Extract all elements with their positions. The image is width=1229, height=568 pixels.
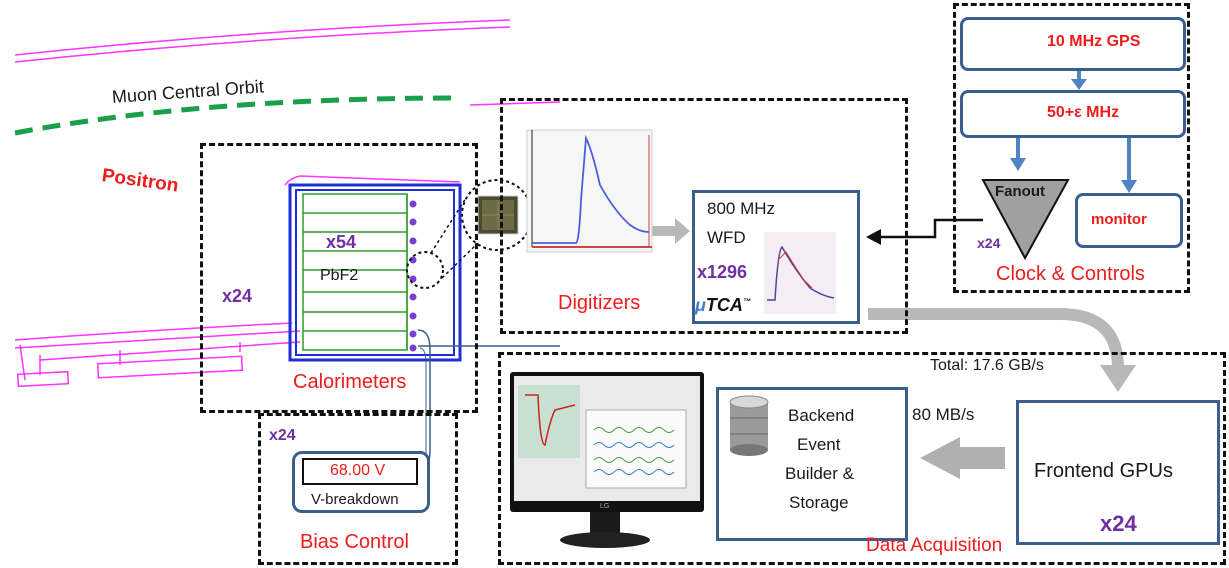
fanout-multiplicity: x24	[977, 235, 1001, 251]
vbreakdown-label: V-breakdown	[311, 491, 399, 508]
gps-box	[960, 17, 1186, 71]
backend-line-4: Storage	[789, 493, 849, 512]
utca-logo: μTCA™	[695, 296, 751, 314]
fanout-label: Fanout	[995, 183, 1045, 200]
wfd-pulse-plot	[764, 232, 836, 314]
calo-frame-outer	[288, 183, 462, 362]
sipm-dots	[409, 200, 417, 352]
beamline-top	[14, 19, 511, 56]
backend-line-1: Backend	[788, 406, 855, 425]
beamline-lower	[14, 322, 293, 341]
pulse-plot-icon	[526, 129, 653, 253]
voltage-display	[302, 458, 418, 485]
wfd-label: WFD	[707, 228, 746, 247]
bias-control-title: Bias Control	[300, 531, 409, 553]
clock-controls-title: Clock & Controls	[996, 263, 1145, 285]
calorimeters-title: Calorimeters	[293, 371, 407, 393]
monitor-box	[1075, 193, 1183, 248]
frontend-label: Frontend GPUs	[1034, 460, 1173, 482]
arrow-wfd-to-frontend	[868, 308, 1124, 369]
zoom-circle-small	[406, 251, 444, 289]
positron-track	[284, 175, 461, 186]
calorimeter-section	[200, 143, 478, 413]
arrow-pulse-to-wfd	[652, 218, 690, 244]
arrow-frontend-to-backend	[920, 437, 1005, 479]
lcd-monitor-icon	[510, 372, 704, 548]
database-icon	[729, 395, 769, 456]
monitor-label: monitor	[1091, 211, 1147, 228]
clock-section	[953, 3, 1190, 293]
beam-block-2	[96, 355, 244, 379]
wfd-multiplicity: x1296	[697, 262, 748, 282]
digitizers-title: Digitizers	[558, 292, 641, 314]
crystal-material: PbF2	[320, 267, 359, 284]
backend-line-3: Builder &	[785, 464, 854, 483]
gps-label: 10 MHz GPS	[1047, 33, 1141, 50]
clock50-box	[960, 90, 1186, 138]
frontend-box	[1016, 400, 1220, 545]
total-rate: Total: 17.6 GB/s	[930, 357, 1044, 374]
beam-tick	[19, 344, 26, 381]
calo-frame-inner	[295, 189, 455, 356]
monitor-brand: LG	[600, 503, 610, 510]
voltage-value: 68.00 V	[330, 462, 386, 479]
beamline-lower-3	[39, 341, 301, 361]
frontend-multiplicity: x24	[1100, 511, 1137, 536]
bias-multiplicity: x24	[269, 427, 296, 444]
sipm-chip-icon	[477, 195, 519, 235]
fanout-triangle	[981, 179, 1070, 261]
digitizer-section	[500, 98, 908, 334]
backend-line-2: Event	[797, 435, 841, 454]
utca-tm: ™	[742, 297, 751, 306]
backend-box	[716, 387, 908, 541]
utca-text: TCA	[705, 295, 743, 315]
data-acquisition-title: Data Acquisition	[866, 535, 1003, 556]
wfd-freq: 800 MHz	[707, 199, 776, 218]
beamline-lower-2	[14, 330, 301, 349]
bias-section	[258, 413, 458, 565]
bias-cable-3	[419, 347, 427, 455]
muon-orbit-line	[14, 95, 461, 136]
crystal-multiplicity: x54	[326, 232, 357, 252]
beam-block-1	[16, 370, 70, 388]
calo-multiplicity: x24	[222, 286, 253, 306]
beamline-mid	[469, 101, 561, 106]
clock50-label: 50+ε MHz	[1047, 104, 1120, 121]
beamline-top-inner	[14, 26, 511, 63]
backend-rate: 80 MB/s	[912, 405, 975, 424]
daq-section	[498, 352, 1226, 565]
utca-mu: μ	[695, 295, 706, 315]
wfd-box	[692, 190, 860, 324]
